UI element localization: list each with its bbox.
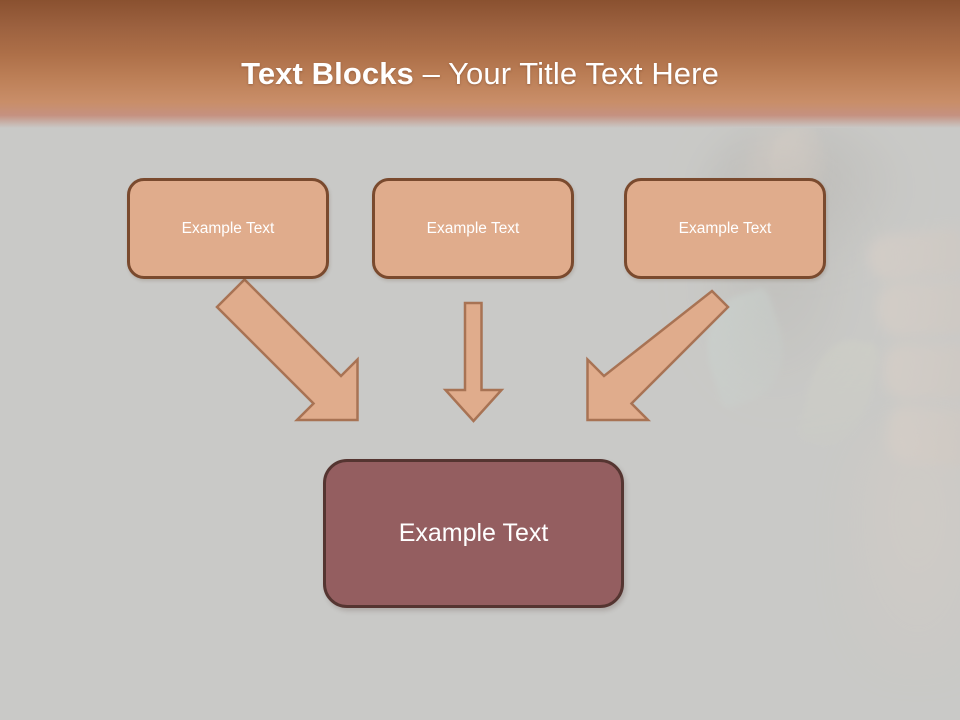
photo-finger-4 (886, 403, 960, 467)
slide-title-bold-part: Text Blocks (241, 56, 414, 91)
flow-node-bottom[interactable]: Example Text (323, 459, 624, 608)
arrow-left (215, 277, 359, 422)
photo-finger-1 (865, 227, 960, 283)
photo-finger-3 (884, 344, 960, 400)
arrow-right (586, 289, 730, 422)
photo-leaf-left (691, 286, 799, 410)
photo-finger-2 (876, 279, 960, 339)
photo-leaf-right (797, 332, 881, 452)
slide-title: Text Blocks – Your Title Text Here (0, 54, 960, 94)
arrow-middle (442, 301, 505, 423)
flow-node-top-1[interactable]: Example Text (127, 178, 329, 279)
flow-node-top-2[interactable]: Example Text (372, 178, 574, 279)
slide-title-regular-part: – Your Title Text Here (413, 56, 719, 91)
flow-node-top-2-label: Example Text (426, 219, 520, 237)
flow-node-bottom-label: Example Text (398, 519, 549, 547)
slide-header-band (0, 0, 960, 128)
flow-node-top-3-label: Example Text (678, 219, 772, 237)
photo-palm (846, 430, 960, 670)
flow-node-top-1-label: Example Text (181, 219, 275, 237)
flow-node-top-3[interactable]: Example Text (624, 178, 826, 279)
